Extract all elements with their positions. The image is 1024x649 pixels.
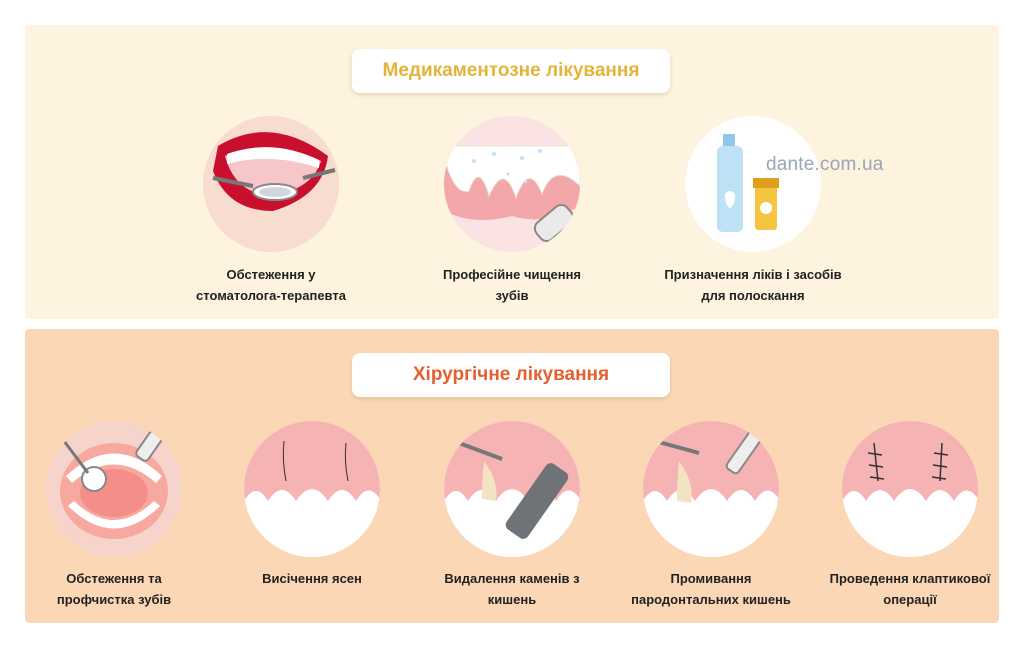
caption-line: Професійне чищення (442, 267, 582, 282)
caption-line: зубів (495, 288, 529, 303)
caption-exam-cleaning: Обстеження та профчистка зубів (14, 568, 214, 610)
mouth-mirror-icon (203, 116, 339, 252)
watermark: dante.com.ua (766, 154, 884, 175)
tartar-removal-icon (444, 421, 580, 557)
caption-pocket-irrigation: Промивання пародонтальних кишень (611, 568, 811, 610)
flap-surgery-icon (842, 421, 978, 557)
open-mouth-exam-icon (46, 421, 182, 557)
caption-medication: Призначення ліків і засобів для полоскан… (653, 264, 853, 306)
pocket-irrigation-icon (643, 421, 779, 557)
section-title-medication: Медикаментозне лікування (352, 49, 670, 93)
caption-line: операції (883, 592, 937, 607)
mouthwash-bottle-icon (685, 116, 821, 252)
caption-tartar-removal: Видалення каменів з кишень (412, 568, 612, 610)
caption-line: Промивання (670, 571, 752, 586)
caption-line: Призначення ліків і засобів (664, 267, 842, 282)
teeth-cleaning-icon (444, 116, 580, 252)
caption-line: для полоскання (701, 288, 805, 303)
caption-line: стоматолога-терапевта (196, 288, 346, 303)
caption-flap-surgery: Проведення клаптикової операції (810, 568, 1010, 610)
caption-line: Проведення клаптикової (829, 571, 991, 586)
caption-line: кишень (487, 592, 537, 607)
section-title-surgical: Хірургічне лікування (352, 353, 670, 397)
caption-exam-therapist: Обстеження у стоматолога-терапевта (171, 264, 371, 306)
caption-line: Висічення ясен (262, 571, 362, 586)
caption-line: пародонтальних кишень (631, 592, 791, 607)
gum-excision-icon (244, 421, 380, 557)
caption-gum-excision: Висічення ясен (212, 568, 412, 589)
caption-line: Видалення каменів з (444, 571, 580, 586)
caption-line: Обстеження у (226, 267, 316, 282)
caption-line: Обстеження та (66, 571, 162, 586)
caption-prof-cleaning: Професійне чищення зубів (412, 264, 612, 306)
caption-line: профчистка зубів (56, 592, 172, 607)
